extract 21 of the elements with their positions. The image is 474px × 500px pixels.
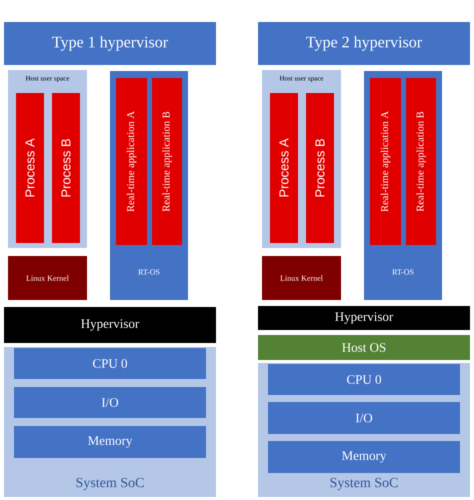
process-bar: Process A xyxy=(16,93,44,243)
hardware-block: I/O xyxy=(268,402,460,434)
application-bar: Real-time application A xyxy=(370,78,401,245)
heading-bar: Type 2 hypervisor xyxy=(258,22,470,65)
application-bar: Real-time application A xyxy=(116,78,147,245)
hardware-block: I/O xyxy=(14,387,206,418)
process-bar: Process A xyxy=(270,93,298,243)
hardware-block: Memory xyxy=(268,441,460,473)
heading-bar: Type 1 hypervisor xyxy=(4,22,216,65)
application-bar: Real-time application B xyxy=(406,78,436,245)
kernel-box: Linux Kernel xyxy=(8,256,87,300)
hypervisor-bar: Hypervisor xyxy=(4,307,216,343)
hypervisor-bar: Hypervisor xyxy=(258,306,470,330)
process-bar: Process B xyxy=(52,93,80,243)
process-bar: Process B xyxy=(306,93,334,243)
hardware-block: CPU 0 xyxy=(14,348,206,379)
kernel-box: Linux Kernel xyxy=(262,256,341,300)
hardware-block: CPU 0 xyxy=(268,364,460,395)
hardware-block: Memory xyxy=(14,426,206,458)
host-os-bar: Host OS xyxy=(258,335,470,360)
application-bar: Real-time application B xyxy=(152,78,182,245)
